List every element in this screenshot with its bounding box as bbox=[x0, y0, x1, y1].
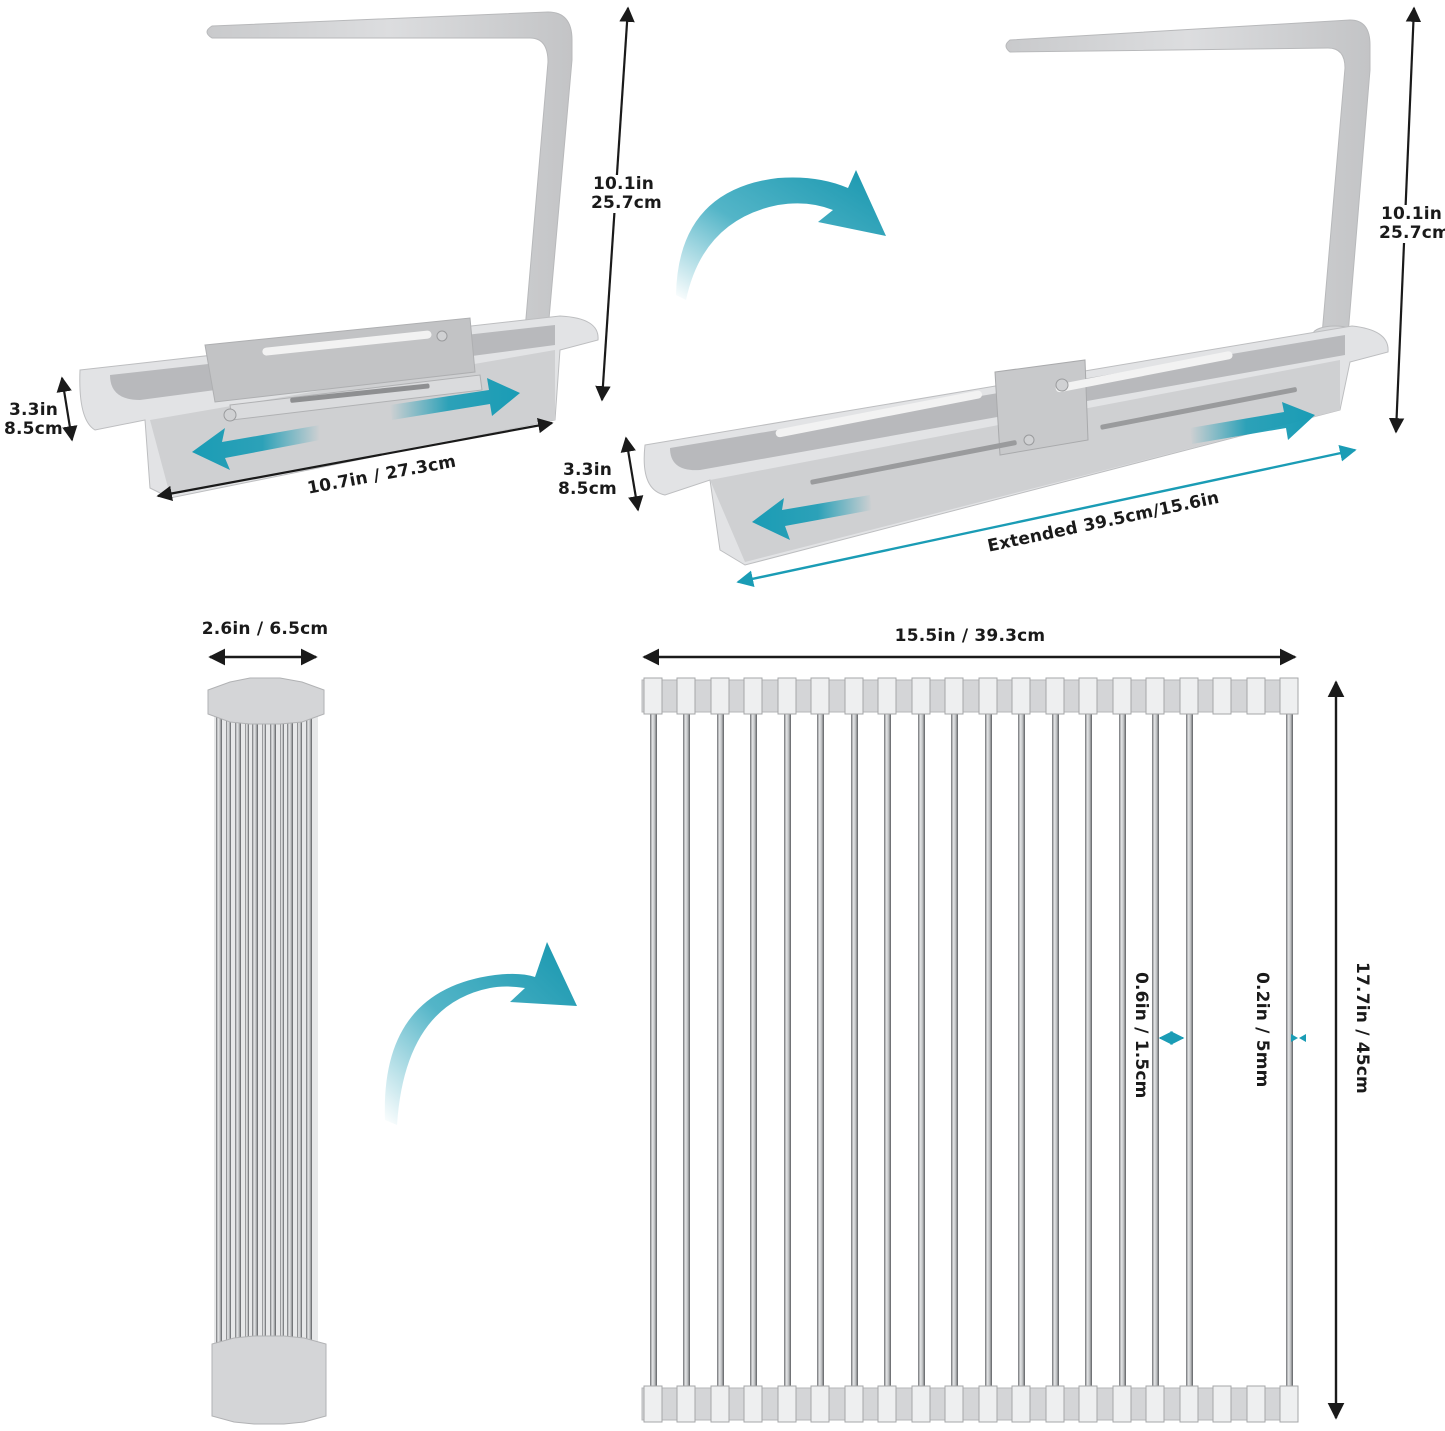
basket-extended-illustration bbox=[620, 6, 1422, 588]
mat-bottom-strip bbox=[641, 1385, 1299, 1423]
curved-arrow-icon bbox=[384, 942, 577, 1125]
depth-dimension-line bbox=[56, 376, 78, 442]
mat-rods bbox=[650, 680, 1293, 1420]
rod-diameter-label: 0.2in / 5mm bbox=[1252, 970, 1272, 1090]
rolled-mat-top-cap bbox=[207, 677, 325, 725]
unrolled-mat-illustration bbox=[641, 648, 1345, 1423]
depth-label: 3.3in 8.5cm bbox=[558, 461, 617, 499]
mat-width-label: 15.5in / 39.3cm bbox=[894, 626, 1046, 646]
rod-spacing-label: 0.6in / 1.5cm bbox=[1131, 970, 1151, 1101]
depth-dimension-line bbox=[620, 436, 644, 512]
panel-mat-rolled: 2.6in / 6.5cm bbox=[190, 610, 350, 1431]
curved-arrow-bottom bbox=[375, 930, 585, 1130]
panel-basket-extended: 10.1in 25.7cm 3.3in 8.5cm Extended 39.5c… bbox=[540, 0, 1445, 600]
height-label-cm: 25.7cm bbox=[591, 193, 662, 213]
extended-length-dimension-line bbox=[736, 444, 1357, 588]
mat-top-strip bbox=[641, 677, 1299, 715]
rod-diameter-marker-left bbox=[1291, 1034, 1298, 1042]
panel-mat-unrolled: 15.5in / 39.3cm bbox=[630, 620, 1445, 1431]
depth-label-in: 3.3in bbox=[9, 400, 59, 420]
faucet-arm-icon bbox=[206, 11, 573, 337]
depth-label-in: 3.3in bbox=[563, 460, 613, 480]
height-label-in: 10.1in bbox=[1381, 204, 1443, 224]
curved-arrow-icon bbox=[676, 170, 886, 300]
rolled-width-label: 2.6in / 6.5cm bbox=[201, 619, 329, 639]
curved-arrow-top bbox=[668, 150, 898, 310]
rolled-mat-illustration bbox=[207, 648, 327, 1425]
height-label-cm: 25.7cm bbox=[1379, 223, 1445, 243]
height-label-in: 10.1in bbox=[593, 174, 655, 194]
length-dimension-line bbox=[156, 417, 554, 502]
basket-icon bbox=[79, 315, 599, 499]
rolled-mat-rods bbox=[214, 710, 318, 1350]
depth-label: 3.3in 8.5cm bbox=[4, 401, 63, 439]
height-label: 10.1in 25.7cm bbox=[590, 175, 663, 213]
basket-retracted-illustration bbox=[56, 6, 635, 502]
mat-height-label: 17.7in / 45cm bbox=[1352, 960, 1372, 1096]
rolled-mat-bottom-cap bbox=[211, 1335, 327, 1425]
height-label: 10.1in 25.7cm bbox=[1378, 205, 1445, 243]
rod-diameter-marker-right bbox=[1299, 1034, 1306, 1042]
depth-label-cm: 8.5cm bbox=[4, 419, 63, 439]
panel-basket-retracted: 10.1in 25.7cm 3.3in 8.5cm 10.7in / 27.3c… bbox=[0, 0, 690, 590]
depth-label-cm: 8.5cm bbox=[558, 479, 617, 499]
faucet-arm-icon bbox=[1005, 19, 1371, 343]
basket-icon bbox=[643, 325, 1389, 566]
